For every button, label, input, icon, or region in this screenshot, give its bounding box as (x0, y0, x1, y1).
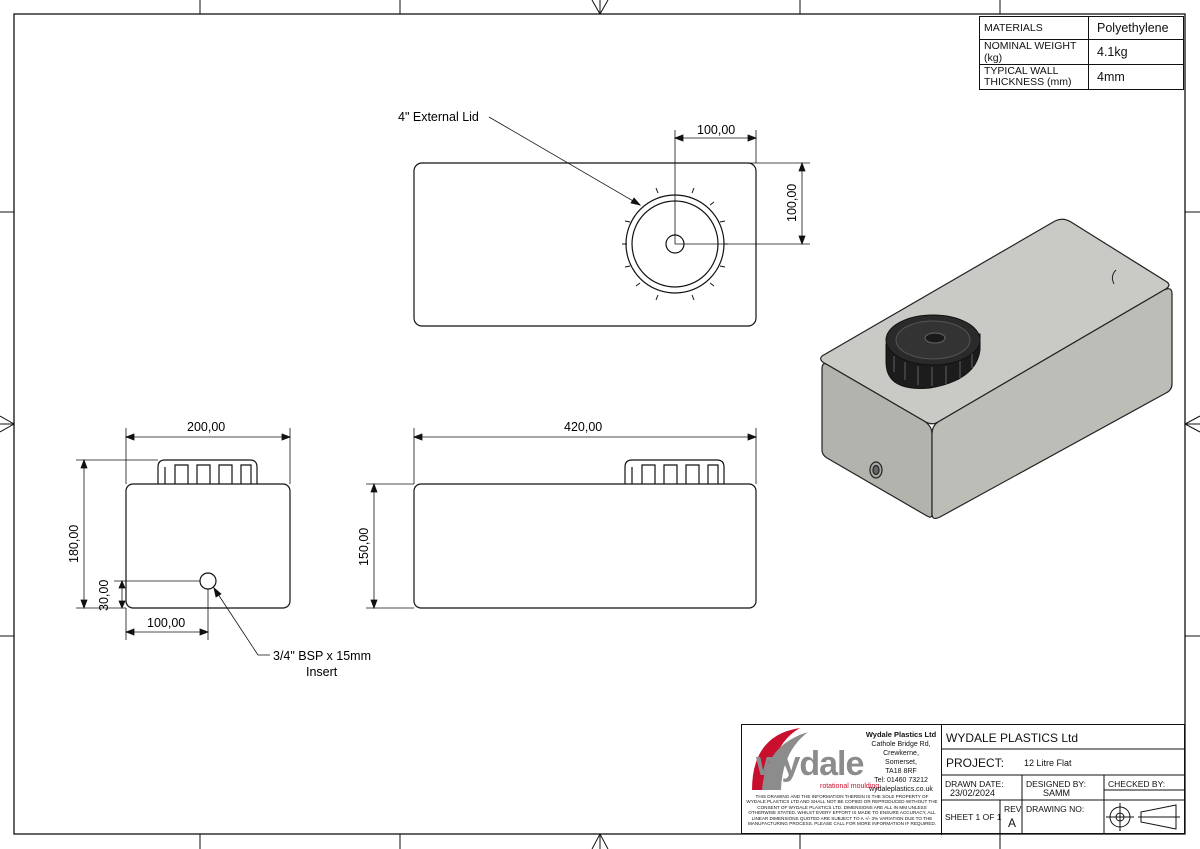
drawn-date-label: DRAWN DATE: (945, 779, 1004, 789)
top-view (413, 162, 757, 327)
wall-thickness-label: TYPICAL WALL THICKNESS (mm) (979, 64, 1089, 90)
wall-thickness-row: TYPICAL WALL THICKNESS (mm) 4mm (979, 64, 1184, 90)
isometric-view (820, 218, 1173, 520)
designed-by-label: DESIGNED BY: (1026, 779, 1086, 789)
weight-row: NOMINAL WEIGHT (kg) 4.1kg (979, 39, 1184, 65)
side-length-dimension: 420,00 (564, 420, 602, 434)
iso-side-face (931, 288, 1173, 520)
inlet-callout-line1: 3/4" BSP x 15mm (273, 649, 371, 663)
side-view (413, 459, 757, 609)
address-name: Wydale Plastics Ltd (865, 730, 937, 739)
logo-wordmark: wydale (756, 745, 864, 783)
wall-thickness-value: 4mm (1088, 64, 1184, 90)
rev-value: A (1008, 816, 1017, 830)
top-view-dimensions (488, 116, 810, 246)
inlet-callout-line2: Insert (306, 665, 338, 679)
end-view (125, 459, 291, 609)
side-view-dimensions (366, 428, 758, 610)
address-web: wydaleplastics.co.uk (869, 786, 933, 793)
title-block: wydale rotational moulding Wydale Plasti… (741, 724, 1185, 835)
inlet-offset-dimension: 100,00 (147, 616, 185, 630)
address-line2: Crewkerne, (883, 750, 919, 757)
title-block-grid (941, 748, 1185, 834)
project-value: 12 Litre Flat (1024, 758, 1072, 768)
end-view-dimensions (76, 428, 292, 656)
company-name: WYDALE PLASTICS Ltd (946, 731, 1079, 745)
company-address: Wydale Plastics Ltd Cathole Bridge Rd, C… (860, 730, 942, 794)
lid-offset-vertical-dimension: 100,00 (785, 184, 799, 222)
checked-by-label: CHECKED BY: (1108, 779, 1166, 789)
inlet-height-dimension: 30,00 (97, 580, 111, 611)
end-height-dimension: 180,00 (67, 525, 81, 563)
materials-row: MATERIALS Polyethylene (979, 16, 1184, 40)
weight-value: 4.1kg (1088, 39, 1184, 65)
wydale-logo-mark (752, 728, 808, 790)
projection-symbol (1106, 803, 1180, 831)
lid-offset-dimension: 100,00 (697, 123, 735, 137)
logo-tagline: rotational moulding (820, 783, 880, 790)
address-line3: Somerset, (885, 759, 917, 766)
address-line4: TA18 8RF (885, 768, 917, 775)
weight-label: NOMINAL WEIGHT (kg) (979, 39, 1089, 65)
drawn-date-value: 23/02/2024 (950, 788, 996, 798)
address-tel: Tel: 01460 73212 (874, 777, 928, 784)
materials-table: MATERIALS Polyethylene NOMINAL WEIGHT (k… (979, 16, 1184, 90)
logo-panel: wydale rotational moulding Wydale Plasti… (742, 725, 942, 835)
rev-label: REV (1004, 804, 1022, 814)
iso-front-face (821, 363, 933, 518)
lid-callout-label: 4" External Lid (398, 110, 479, 124)
side-height-dimension: 150,00 (357, 528, 371, 566)
sheet-number: SHEET 1 OF 1 (945, 812, 1002, 822)
drawing-no-label: DRAWING NO: (1026, 804, 1085, 814)
materials-label: MATERIALS (979, 16, 1089, 40)
designed-by-value: SAMM (1043, 788, 1070, 798)
iso-lid (885, 314, 981, 389)
project-label: PROJECT: (946, 756, 1005, 770)
end-width-dimension: 200,00 (187, 420, 225, 434)
materials-value: Polyethylene (1088, 16, 1184, 40)
address-line1: Cathole Bridge Rd, (871, 741, 931, 748)
disclaimer-text: THIS DRAWING AND THE INFORMATION THEREIN… (746, 794, 938, 827)
